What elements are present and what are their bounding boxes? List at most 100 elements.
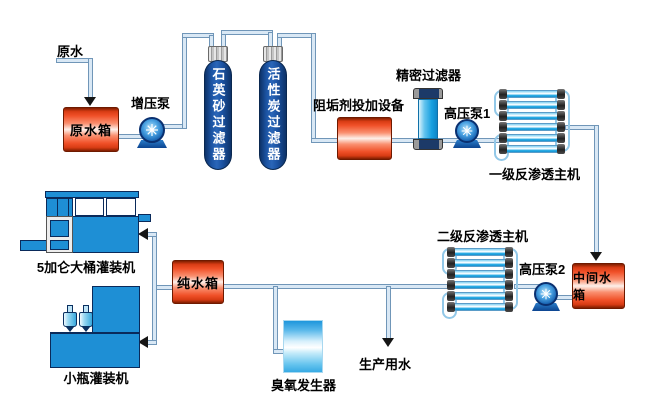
booster-pump-base [137, 140, 167, 148]
ro-tube-end [499, 100, 507, 110]
ro-tube-end [557, 111, 565, 121]
ozone-generator [283, 320, 323, 373]
precision-filter-cap-top [413, 88, 443, 99]
pipe-ozone-branch-v [273, 286, 278, 354]
cabinet-pane [50, 240, 69, 250]
ozone-generator-label: 臭氧发生器 [271, 378, 337, 393]
ro-tube-end [557, 100, 565, 110]
arrow-into-raw-tank-icon [84, 97, 96, 106]
ro-tube-end [505, 247, 513, 257]
hp-pump2-base [532, 303, 560, 311]
pump-impeller-icon [461, 125, 473, 137]
quartz-filter-body: 石英砂过滤器 [204, 60, 232, 170]
ro-tube-end [447, 247, 455, 257]
machine-window [106, 198, 136, 216]
production-water-label: 生产用水 [359, 357, 412, 372]
ro-tube-end [557, 89, 565, 99]
ro-tube-end [447, 258, 455, 268]
cabinet-pane [50, 220, 69, 237]
gallon-filling-machine [20, 190, 152, 255]
intermediate-tank-label: 中间水箱 [573, 271, 613, 302]
ro-membrane-tube [451, 303, 509, 311]
ro-stage1-label: 一级反渗透主机 [489, 167, 581, 182]
ro-membrane-tube [451, 248, 509, 256]
ro-membrane-tube [451, 270, 509, 278]
ro-membrane-tube [503, 134, 561, 142]
machine-base [50, 332, 140, 368]
ro-membrane-tube [503, 112, 561, 120]
antiscalant-label: 阻垢剂投加设备 [313, 98, 405, 113]
ro-tube-end [499, 89, 507, 99]
ro-tube-end [447, 280, 455, 290]
machine-roof [45, 191, 139, 198]
raw-water-tank: 原水箱 [63, 107, 119, 152]
ro-stage2-label: 二级反渗透主机 [437, 229, 529, 244]
pure-water-tank: 纯水箱 [172, 260, 224, 304]
hp-pump1-icon [455, 119, 479, 143]
pipe-ro2-to-puretank [221, 284, 450, 289]
activated-carbon-filter: 活性炭过滤器 [259, 46, 287, 170]
bottle-filler-label: 小瓶灌装机 [63, 371, 129, 386]
carbon-filter-body: 活性炭过滤器 [259, 60, 287, 170]
ro-membrane-tube [451, 281, 509, 289]
pipe-raw-inlet-v [88, 58, 93, 100]
pump-impeller-icon [540, 288, 552, 300]
ro-tube-end [499, 133, 507, 143]
hp-pump2-icon [534, 282, 558, 306]
ro-tube-end [505, 291, 513, 301]
antiscalant-dosing-unit [337, 117, 392, 160]
ro-membrane-tube [451, 259, 509, 267]
booster-pump-label: 增压泵 [131, 96, 171, 111]
ro-tube-end [499, 144, 507, 154]
ro-membrane-tube [503, 101, 561, 109]
bottle-filling-machine [50, 286, 142, 368]
machine-tower [92, 286, 140, 333]
ro-tube-end [499, 122, 507, 132]
bottle-body [63, 312, 77, 327]
pipe-production-branch [386, 286, 391, 339]
intermediate-water-tank: 中间水箱 [572, 263, 625, 309]
ro-membrane-tube [503, 145, 561, 153]
pipe-filler-riser [152, 232, 157, 345]
hp-pump1-base [453, 140, 481, 148]
bottle-spout-icon [82, 327, 90, 332]
machine-cabinet [46, 216, 73, 253]
pump-impeller-icon [146, 124, 158, 136]
arrow-production-water-icon [382, 338, 394, 347]
ro-membrane-tube [503, 90, 561, 98]
ro-tube-end [499, 111, 507, 121]
bottle-spout-icon [66, 327, 74, 332]
booster-pump-icon [139, 117, 165, 143]
bottle-body [79, 312, 93, 327]
ro-tube-end [557, 133, 565, 143]
ro-stage1-unit [494, 88, 570, 162]
bottle-icon [79, 305, 93, 332]
machine-ledge [138, 214, 151, 222]
quartz-filter-label: 石英砂过滤器 [210, 67, 226, 163]
ro-tube-end [447, 291, 455, 301]
precision-filter-label: 精密过滤器 [396, 68, 462, 83]
ro-tube-end [557, 122, 565, 132]
ro-tube-end [505, 258, 513, 268]
ro-tube-end [447, 302, 455, 312]
gallon-filler-label: 5加仑大桶灌装机 [36, 260, 136, 275]
hp-pump2-label: 高压泵2 [519, 262, 566, 277]
pipe-riser-1 [182, 33, 187, 129]
carbon-filter-label: 活性炭过滤器 [265, 67, 281, 163]
arrow-into-gallon-filler-icon [138, 228, 148, 240]
precision-filter-body [418, 99, 438, 139]
arrow-into-bottle-filler-icon [138, 336, 148, 348]
ro-tube-end [447, 269, 455, 279]
ro-tube-end [505, 280, 513, 290]
ro-membrane-tube [503, 123, 561, 131]
machine-column-panel [46, 198, 73, 217]
bottle-icon [63, 305, 77, 332]
pipe-ro1-out-v [594, 125, 599, 254]
ro-tube-end [505, 302, 513, 312]
pipe-top-2 [221, 30, 273, 35]
machine-window [75, 198, 104, 216]
ro-stage2-unit [442, 246, 518, 320]
precision-filter-cap-bottom [413, 139, 443, 150]
ro-tube-end [505, 269, 513, 279]
